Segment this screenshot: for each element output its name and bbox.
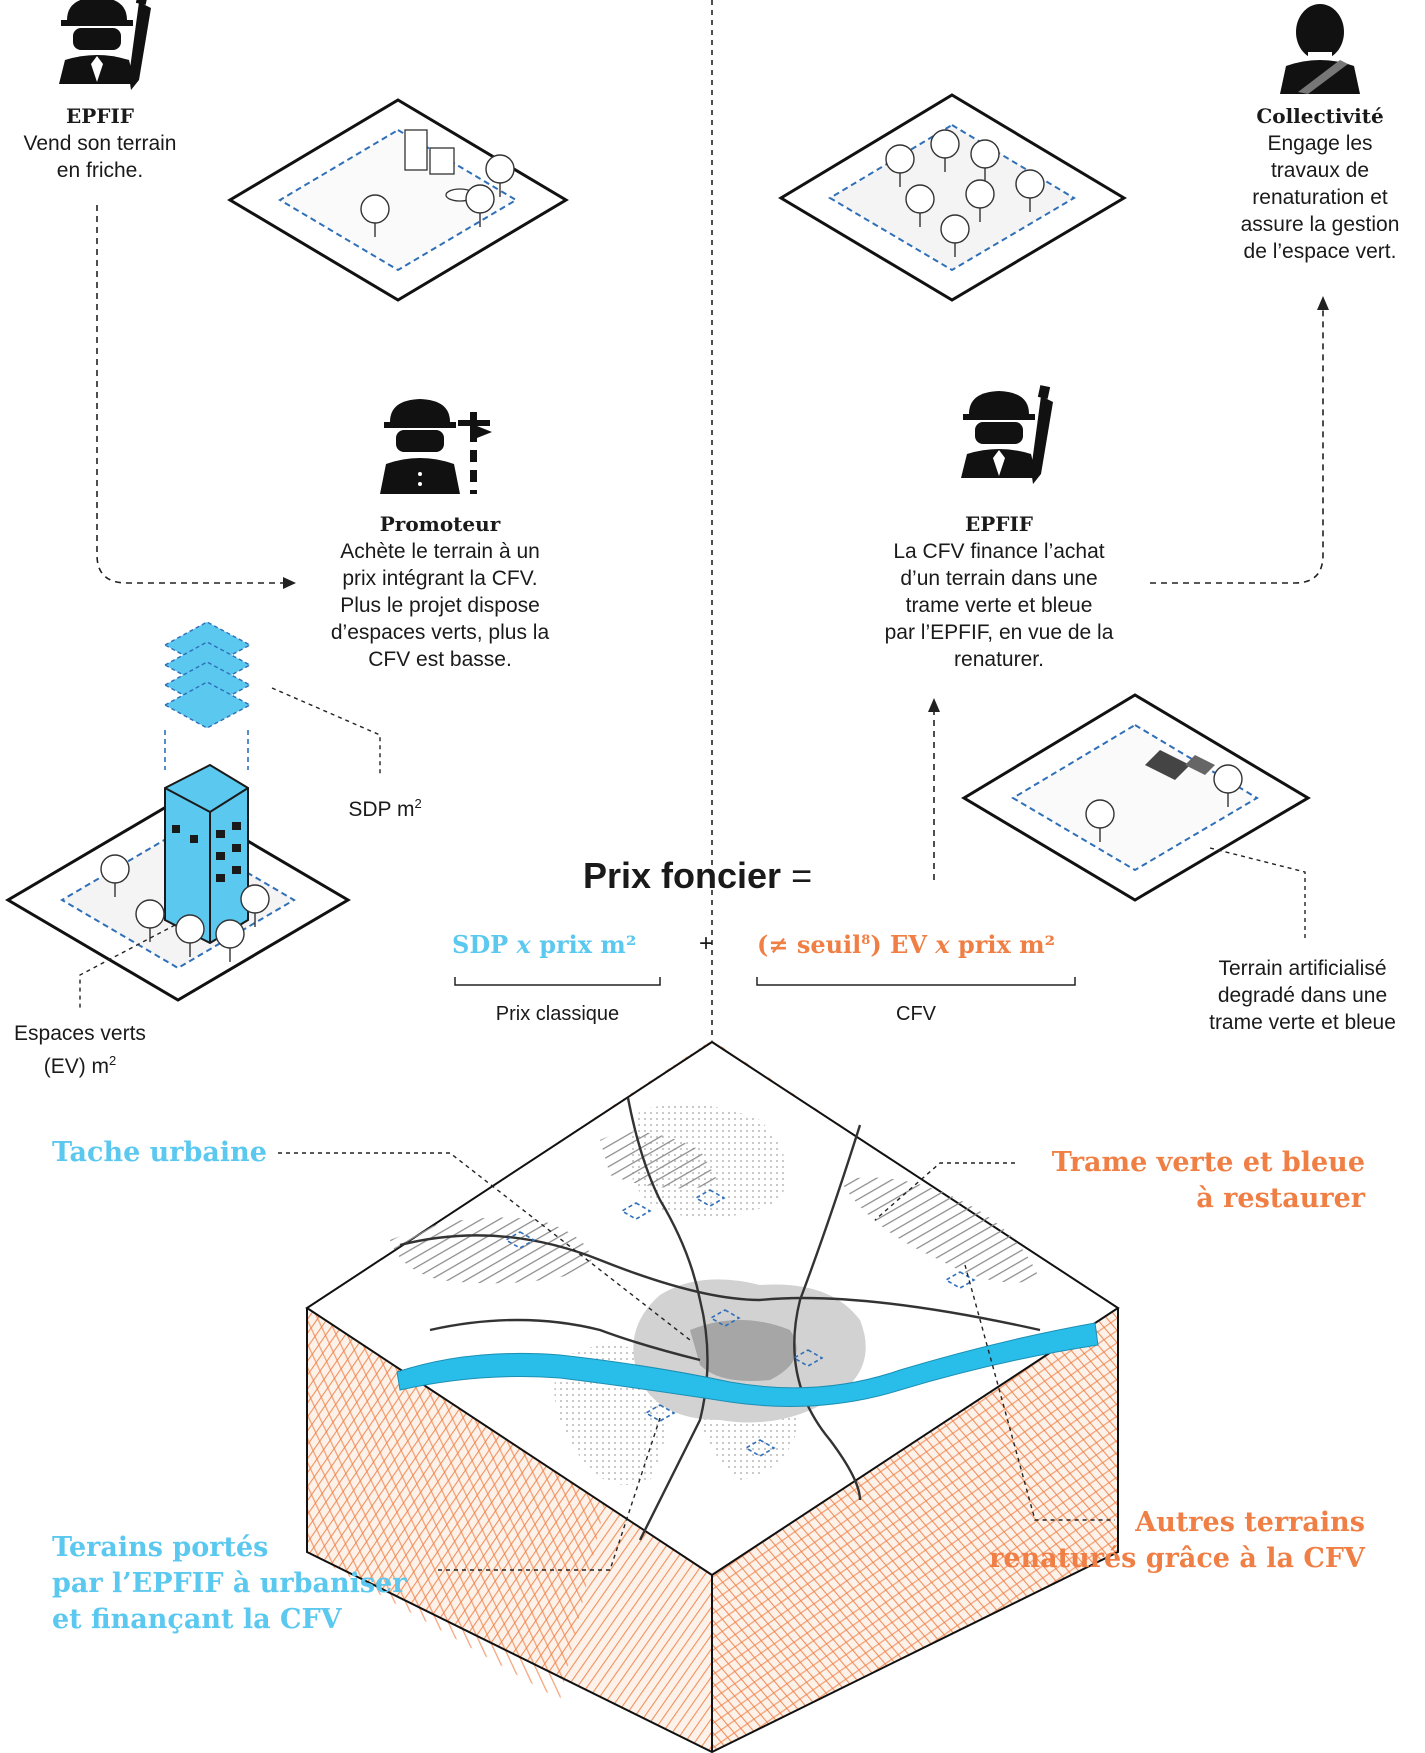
formula-equals: = [791,855,813,896]
ev-label-exp: 2 [109,1053,117,1068]
sdp-label: SDP m2 [330,790,440,823]
map-label-line: renaturés grâce à la CFV [989,1543,1365,1574]
formula-plus: + [699,930,713,958]
degraded-terrain-label: Terrain artificialisé degradé dans une t… [1180,955,1425,1036]
actor-text-line: assure la gestion [1240,213,1400,236]
actor-text-line: renaturer. [954,648,1044,671]
formula-footnote: 8 [861,933,871,948]
map-label-trame: Trame verte et bleue à restaurer [1020,1145,1365,1217]
caption-cfv: CFV [896,1003,936,1025]
map-label-terrains-epfif: Terains portés par l’EPFIF à urbaniser e… [52,1530,407,1638]
formula-left-part: prix m² [530,930,637,959]
formula-right-part: (≠ seuil [757,930,862,959]
flow-arrows [96,205,1324,880]
worker-with-pen-icon [961,385,1053,484]
worker-with-pen-icon [59,0,151,91]
formula-title: Prix foncier = [583,855,812,897]
degraded-plot [961,693,1311,902]
actor-text-line: La CFV finance l’achat [893,540,1105,563]
actor-collectivite: Collectivité Engage les travaux de renat… [1215,103,1425,265]
formula-left-part: SDP [452,930,517,959]
actor-text-line: Engage les [1267,132,1373,155]
sdp-floors-stack [163,621,252,729]
actor-text-line: par l’EPFIF, en vue de la [884,621,1114,644]
arrow-head [283,577,296,589]
actor-text-line: d’un terrain dans une [900,567,1098,590]
renatured-plot [778,93,1127,302]
map-label-line: Trame verte et bleue [1051,1147,1365,1178]
ev-label: Espaces verts (EV) m2 [0,1020,160,1080]
formula-right-part: ) EV [870,930,936,959]
building-plot [5,730,351,1002]
arrow-head [928,698,940,712]
actor-text-line: renaturation et [1252,186,1388,209]
actor-name: Promoteur [379,512,501,536]
actor-text-line: CFV est basse. [368,648,512,671]
formula-plus-sign: + [699,930,714,957]
actor-epfif-sell: EPFIF Vend son terrain en friche. [0,103,200,184]
arrow-head [1317,296,1329,310]
actor-text-line: travaux de [1270,159,1370,182]
leader-lines [79,687,1306,1010]
actor-name: EPFIF [964,512,1034,536]
actor-name: EPFIF [65,104,135,128]
terrain-label-line: Terrain artificialisé [1218,957,1387,980]
map-label-line: Autres terrains [1135,1507,1365,1538]
worker-with-signpost-icon [380,399,492,494]
actor-promoteur: Promoteur Achète le terrain à un prix in… [300,511,580,673]
actor-text-line: en friche. [56,159,144,182]
map-label-tache-urbaine: Tache urbaine [52,1137,267,1168]
map-label-autres-terrains: Autres terrains renaturés grâce à la CFV [960,1505,1365,1577]
terrain-label-line: trame verte et bleue [1209,1011,1396,1034]
ev-label-line: Espaces verts [14,1022,146,1045]
left-underline [454,977,661,986]
formula-title-text: Prix foncier [583,855,782,896]
formula-times: x [935,930,950,959]
map-label-line: à restaurer [1196,1183,1365,1214]
friche-plot [227,98,569,302]
map-label-line: et finançant la CFV [52,1604,342,1635]
actor-text-line: prix intégrant la CFV. [342,567,538,590]
caption-prix-classique: Prix classique [495,1003,620,1025]
formula-left: SDP x prix m² [452,930,636,959]
actor-text-line: Vend son terrain [23,132,177,155]
actor-text-line: d’espaces verts, plus la [330,621,550,644]
actor-name: Collectivité [1256,104,1384,128]
terrain-label-line: degradé dans une [1217,984,1388,1007]
actor-text-line: de l’espace vert. [1243,240,1397,263]
ev-label-line: (EV) m [43,1055,110,1078]
sdp-label-exp: 2 [414,796,422,811]
right-underline [756,977,1076,986]
map-label-line: Terains portés [52,1532,269,1563]
sdp-label-text: SDP m [348,798,415,821]
actor-text-line: Achète le terrain à un [340,540,540,563]
formula-times: x [516,930,531,959]
actor-text-line: trame verte et bleue [905,594,1093,617]
territory-block [278,1040,1120,1753]
actor-epfif-buy: EPFIF La CFV finance l’achat d’un terrai… [849,511,1149,673]
official-with-sash-icon [1280,4,1360,94]
formula-right-part: prix m² [949,930,1056,959]
actor-text-line: Plus le projet dispose [340,594,540,617]
map-label-line: par l’EPFIF à urbaniser [52,1568,407,1599]
formula-right: (≠ seuil8) EV x prix m² [757,930,1055,959]
